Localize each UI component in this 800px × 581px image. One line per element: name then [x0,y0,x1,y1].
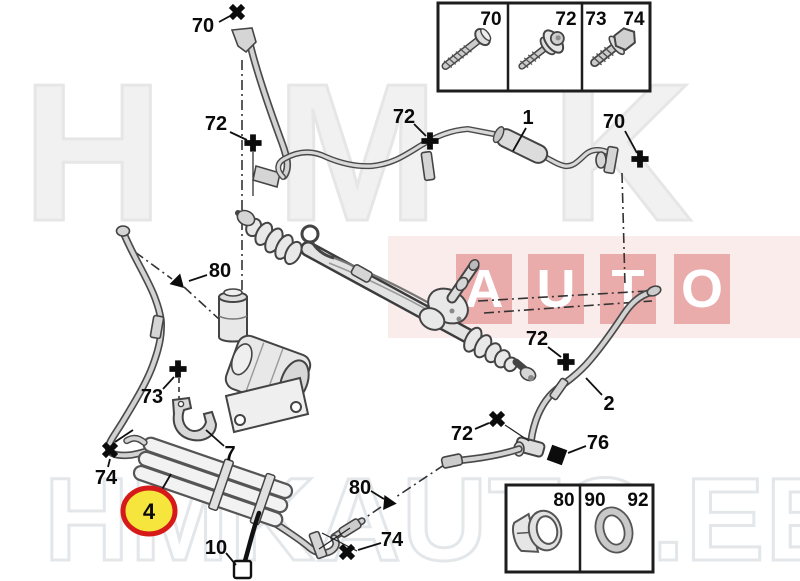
callout-4: 4 [143,499,156,524]
inset-label-73: 73 [585,9,606,30]
inset-label-72: 72 [555,9,576,30]
bracket-7 [171,396,218,442]
right-boot [463,326,518,373]
pipe1-damper [492,126,549,164]
callout-2: 2 [603,393,614,415]
clamp-ring-icon [512,509,563,553]
x-marker-72-bottom [484,406,510,432]
inset-bottom-seals: 80 90 92 [504,483,655,574]
triangle-marker-80-bottom [376,495,397,515]
x-marker-70-top [224,0,250,25]
power-steering-pump [218,288,312,434]
inset-label-92: 92 [627,490,648,511]
callout-72-mid: 72 [393,106,415,128]
callout-70-right: 70 [603,111,625,133]
inset-label-70: 70 [480,9,501,30]
fastener-markers [97,0,649,565]
plus-marker-73 [169,360,187,378]
square-10-marker [232,559,253,580]
callout-73: 73 [141,386,163,408]
callout-80-bottom: 80 [349,477,371,499]
inset-label-90: 90 [584,490,605,511]
callout-1: 1 [522,107,533,129]
part-10-guide [232,510,262,580]
long-screw-icon [441,28,492,71]
watermark-tile-o: O [674,254,730,324]
callout-72-left: 72 [205,113,227,135]
callout-80-left: 80 [209,260,231,282]
diamond-marker-76 [546,444,568,466]
callout-10: 10 [205,537,227,559]
callout-74-bottom: 74 [381,529,404,551]
callout-76: 76 [587,432,609,454]
hoses-and-pipes [109,27,662,560]
plus-marker-72-left [244,134,262,152]
watermark-tile-u: U [528,254,584,324]
callout-74-left: 74 [95,467,118,489]
leader-lines [107,15,638,566]
part-callouts: 70 72 72 1 70 80 73 7 72 2 72 76 74 80 7… [95,15,625,559]
callout-72-bottom: 72 [451,423,473,445]
inset-top-fasteners: 70 72 73 74 [436,1,652,93]
cooler-coil [123,434,294,528]
plus-marker-70-right [631,150,649,168]
flanged-screw-icon [518,29,565,70]
hex-bolt-icon [590,27,636,68]
inset-label-74: 74 [623,9,645,30]
o-ring-icon [594,506,634,554]
triangle-marker-80-left [169,273,190,294]
callout-70-top: 70 [192,15,214,37]
callout-7: 7 [224,443,235,465]
steering-rack [235,209,537,382]
highlighted-callout-4: 4 [120,485,178,537]
callout-72-right: 72 [526,328,548,350]
inset-label-80: 80 [553,490,574,511]
